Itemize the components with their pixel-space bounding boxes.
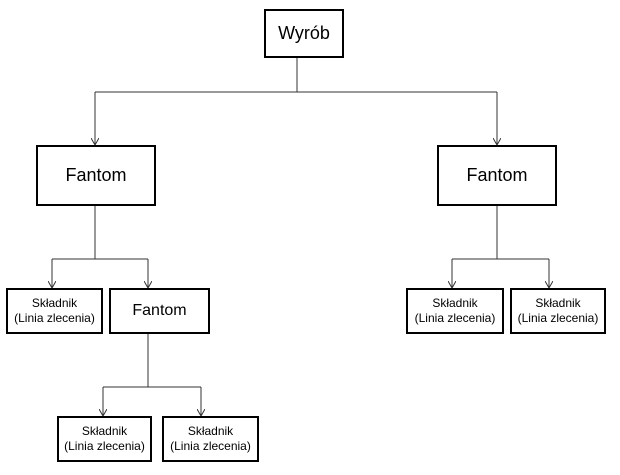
component-label-line1: Składnik xyxy=(187,424,234,438)
component-label-line2: (Linia zlecenia) xyxy=(170,439,251,453)
component-label-line1: Składnik xyxy=(432,296,478,310)
sub-component-node-2: Składnik (Linia zlecenia) xyxy=(162,416,259,462)
right-phantom-node: Fantom xyxy=(437,145,557,206)
root-node: Wyrób xyxy=(264,9,344,58)
component-label-line2: (Linia zlecenia) xyxy=(14,311,95,325)
left-phantom-node: Fantom xyxy=(36,145,156,206)
component-label-line2: (Linia zlecenia) xyxy=(414,311,496,325)
right-phantom-label: Fantom xyxy=(466,165,528,185)
right-component-node-1: Składnik (Linia zlecenia) xyxy=(406,288,504,334)
component-label-line2: (Linia zlecenia) xyxy=(517,311,599,325)
sub-phantom-label: Fantom xyxy=(132,302,187,319)
component-label-line1: Składnik xyxy=(535,296,581,310)
sub-component-node-1: Składnik (Linia zlecenia) xyxy=(57,416,152,462)
left-phantom-label: Fantom xyxy=(65,165,127,185)
component-label-line1: Składnik xyxy=(81,424,128,438)
right-component-node-2: Składnik (Linia zlecenia) xyxy=(510,288,606,334)
component-label-line2: (Linia zlecenia) xyxy=(64,439,145,453)
sub-phantom-node: Fantom xyxy=(109,288,210,334)
root-label: Wyrób xyxy=(278,23,330,43)
left-component-node: Składnik (Linia zlecenia) xyxy=(6,288,103,334)
component-label-line1: Składnik xyxy=(31,296,78,310)
